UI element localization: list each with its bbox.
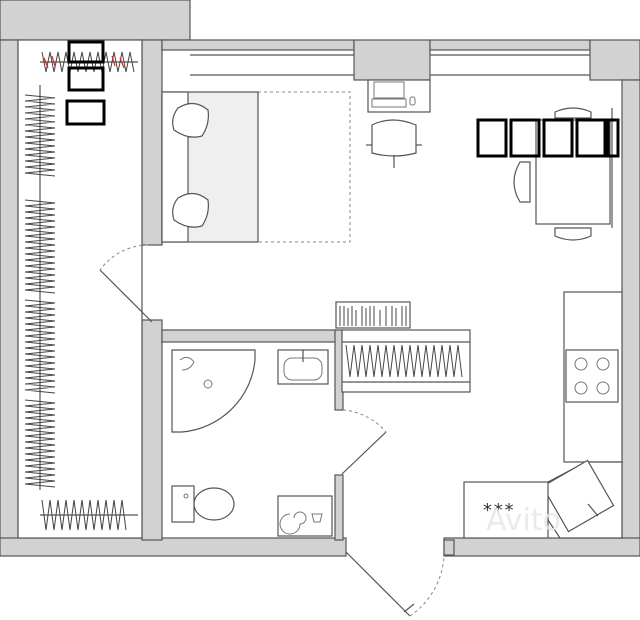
door-handle — [403, 603, 415, 613]
marker-box — [606, 118, 620, 158]
wall-bottom-right — [443, 537, 640, 557]
pillow-icon — [172, 102, 209, 138]
toilet-button — [183, 493, 189, 499]
entrance — [345, 551, 445, 617]
dining-chair-left[interactable] — [513, 161, 531, 203]
wall-right — [621, 79, 640, 556]
marker-box — [67, 66, 105, 92]
laptop-keyboard-icon — [371, 98, 407, 108]
wall-bathroom-right-lower — [334, 474, 344, 541]
entrance-door-arc — [409, 555, 445, 617]
shower-drain-icon — [203, 379, 213, 389]
walk-in-wardrobe — [17, 39, 153, 539]
marker-box — [575, 118, 607, 158]
wall-top-window-2 — [429, 39, 591, 51]
desk-chair[interactable] — [371, 119, 417, 157]
marker-box — [65, 99, 106, 126]
burner-icon — [596, 381, 610, 395]
burner-icon — [574, 381, 588, 395]
marker-box — [509, 118, 541, 158]
marker-box — [542, 118, 574, 158]
walls — [0, 0, 640, 557]
burner-icon — [574, 357, 588, 371]
wall-wardrobe-inner-top — [141, 39, 163, 246]
shower-tray — [171, 349, 256, 433]
shower-head-icon — [179, 356, 195, 371]
wall-wardrobe-inner-bottom — [141, 319, 163, 541]
stove-label: *** — [482, 500, 515, 521]
watermark: Avito — [486, 503, 561, 538]
hangers-left — [24, 199, 56, 294]
marker-box — [67, 40, 105, 64]
wall-top-left — [0, 0, 191, 41]
washing-machine-icon — [279, 511, 307, 535]
wardrobe-door-arc — [99, 244, 149, 271]
bookshelf — [335, 301, 411, 329]
kitchen-lower-units — [463, 481, 549, 539]
dining-chair-bottom[interactable] — [554, 227, 592, 241]
kitchen: *** — [463, 291, 623, 539]
red-marks — [43, 55, 125, 69]
wardrobe-door-leaf[interactable] — [99, 269, 153, 323]
hob — [565, 349, 619, 403]
pillow-icon — [172, 192, 209, 228]
wall-top-right — [589, 39, 640, 81]
hangers-bottom — [41, 499, 127, 531]
wall-top-window-1 — [161, 39, 355, 51]
hangers-hallway — [345, 344, 463, 378]
wall-bottom-left — [0, 537, 347, 557]
dining-chair-top[interactable] — [554, 107, 592, 119]
toilet-bowl — [193, 487, 235, 521]
laptop-screen-icon — [373, 81, 405, 99]
bathroom-door-leaf[interactable] — [341, 431, 387, 475]
wall-bathroom-top — [161, 329, 338, 343]
toilet-tank — [171, 485, 195, 523]
burner-icon — [596, 357, 610, 371]
bathroom-door-arc — [342, 409, 387, 433]
mouse-icon — [409, 96, 416, 106]
bathroom — [171, 349, 387, 537]
wall-left — [0, 39, 19, 541]
hangers-left — [24, 399, 56, 488]
detergent-icon — [311, 513, 323, 523]
marker-box — [476, 118, 508, 158]
living-area — [161, 79, 620, 393]
books — [339, 306, 407, 326]
kitchen-tap-icon — [587, 503, 599, 517]
hangers-left — [24, 94, 56, 177]
hallway-closet[interactable] — [341, 329, 471, 393]
wall-pier-middle — [353, 39, 431, 81]
entrance-door-leaf[interactable] — [345, 551, 411, 617]
hangers-left — [24, 299, 56, 394]
washing-machine — [277, 495, 333, 537]
wall-kitchen-stub — [443, 539, 455, 556]
